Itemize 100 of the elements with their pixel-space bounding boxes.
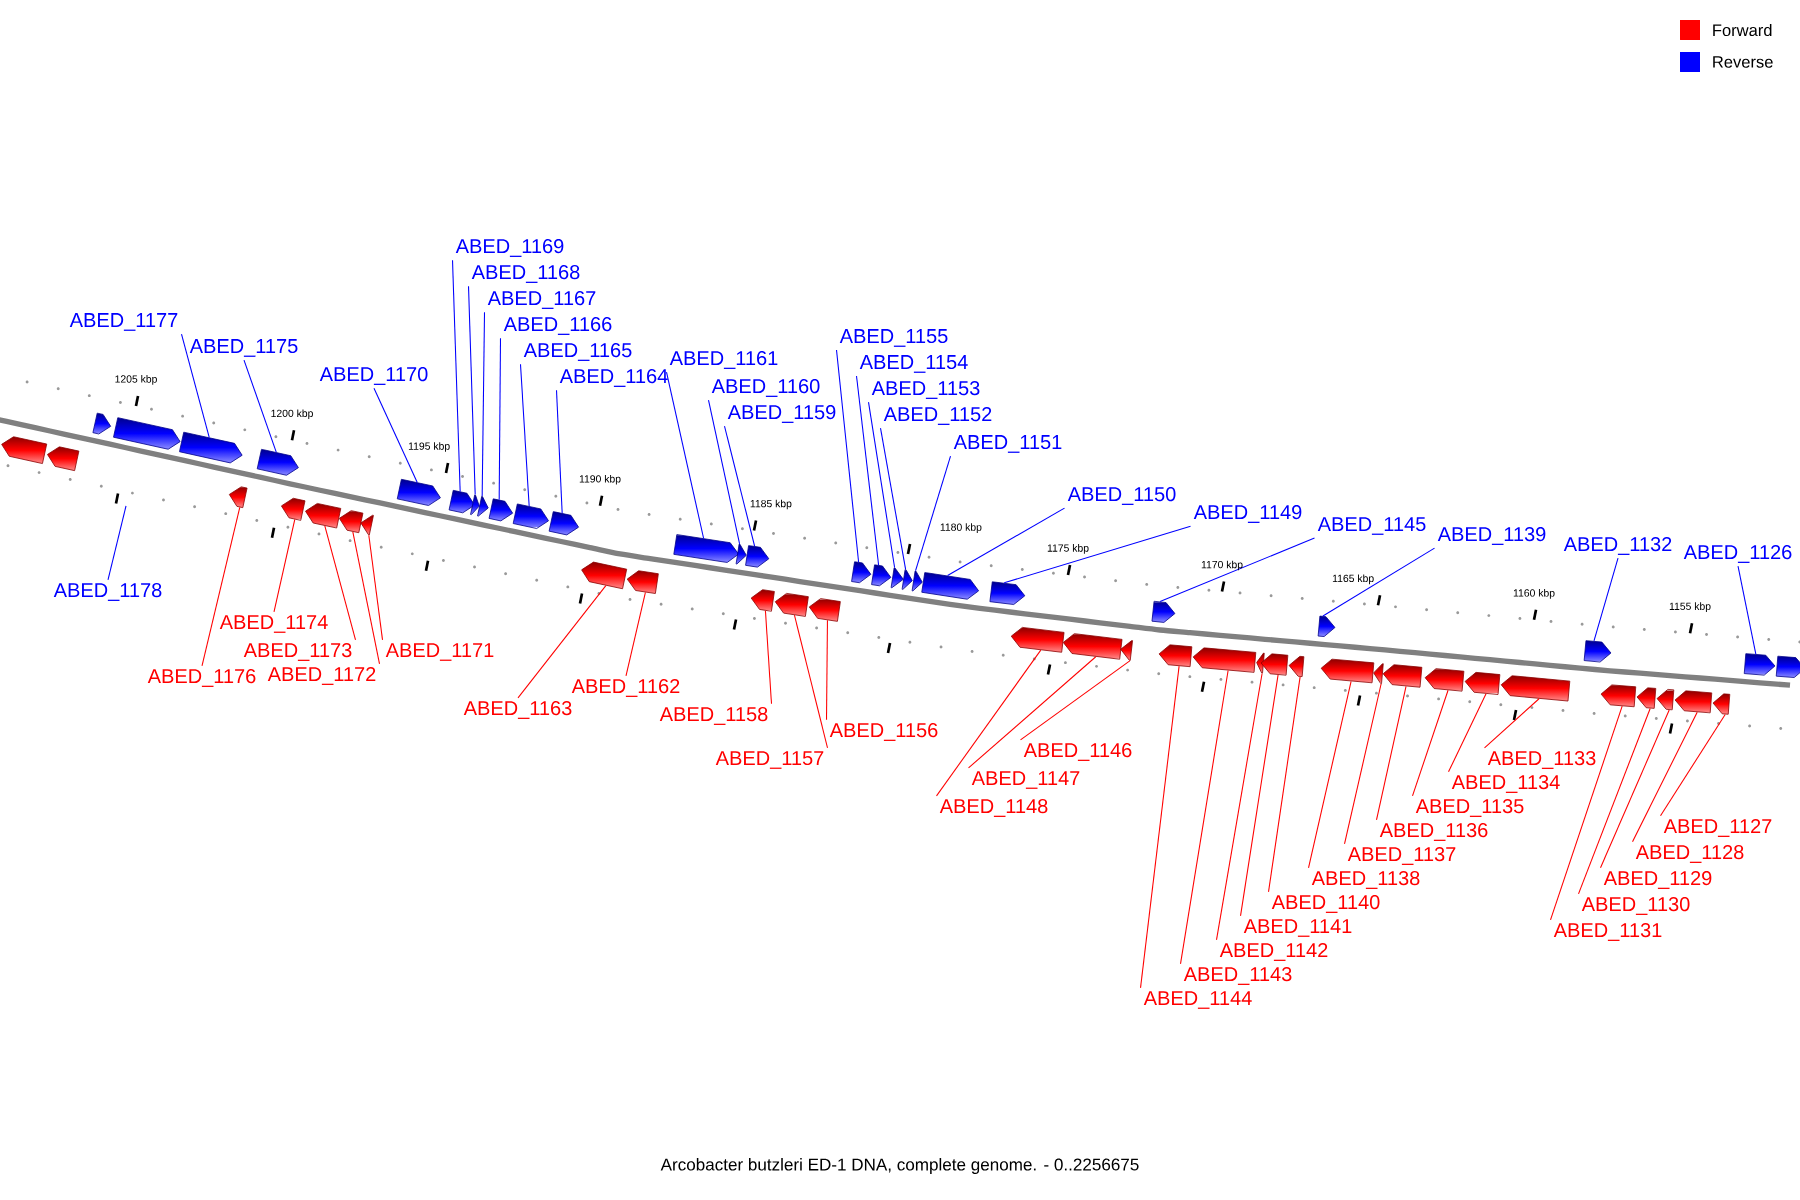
- gene-label: ABED_1131: [1553, 923, 1662, 941]
- gene-label: ABED_1166: [503, 317, 612, 335]
- gene-block: [228, 486, 248, 509]
- leader-line: [947, 507, 1066, 577]
- leader-line: [1159, 537, 1316, 603]
- gene-block: [774, 592, 809, 617]
- leader-line: [855, 375, 880, 566]
- gene-block: [470, 494, 480, 516]
- gene-label: ABED_1127: [1663, 819, 1772, 837]
- leader-line: [555, 389, 563, 514]
- leader-line: [625, 591, 646, 677]
- leader-line: [1215, 672, 1263, 941]
- gene-block: [1712, 693, 1731, 715]
- leader-line: [1308, 680, 1352, 869]
- gene-block: [256, 448, 299, 476]
- gene-label: ABED_1126: [1683, 545, 1792, 563]
- gene-block: [179, 431, 243, 464]
- gene-label: ABED_1146: [1023, 743, 1132, 761]
- gene-block: [92, 412, 112, 435]
- gene-block: [911, 570, 923, 592]
- gene-label: ABED_1142: [1219, 943, 1328, 961]
- leader-line: [324, 525, 357, 641]
- gene-block: [626, 570, 659, 594]
- gene-block: [281, 497, 306, 521]
- caption: Arcobacter butzleri ED-1 DNA, complete genome. - 0..2256675: [660, 1158, 1139, 1174]
- gene-block: [581, 561, 628, 590]
- gene-label: ABED_1137: [1347, 847, 1456, 865]
- leader-line: [1240, 674, 1279, 917]
- gene-label: ABED_1130: [1581, 897, 1690, 915]
- gene-block: [1464, 671, 1501, 695]
- leader-line: [1660, 713, 1726, 817]
- leader-line: [665, 371, 705, 539]
- leader-line: [1593, 557, 1619, 642]
- gene-label: ABED_1157: [715, 751, 824, 769]
- leader-line: [1179, 669, 1229, 965]
- gene-label: ABED_1167: [487, 291, 596, 309]
- gene-block: [1256, 652, 1265, 674]
- gene-label: ABED_1161: [669, 351, 778, 369]
- leader-line: [1448, 693, 1487, 773]
- leader-line: [1003, 525, 1192, 584]
- gene-label: ABED_1147: [971, 771, 1080, 789]
- gene-label: ABED_1135: [1415, 799, 1524, 817]
- leader-line: [764, 610, 773, 705]
- gene-label: ABED_1156: [829, 723, 938, 741]
- gene-block: [989, 581, 1026, 605]
- gene-label: ABED_1170: [319, 367, 428, 385]
- leader-line: [936, 649, 1042, 797]
- gene-block: [305, 503, 342, 529]
- gene-block: [477, 495, 489, 517]
- gene-block: [890, 567, 904, 589]
- gene-block: [673, 534, 739, 563]
- gene-block: [1636, 687, 1657, 709]
- leader-line: [517, 585, 607, 699]
- leader-line: [1578, 707, 1651, 895]
- leader-line: [1020, 660, 1131, 741]
- leader-line: [825, 619, 828, 721]
- gene-block: [512, 503, 549, 529]
- gene-label: ABED_1150: [1067, 487, 1176, 505]
- gene-block: [1288, 655, 1305, 677]
- gene-label: ABED_1173: [243, 643, 352, 661]
- gene-label: ABED_1163: [463, 701, 572, 719]
- legend-label: Reverse: [1713, 56, 1773, 68]
- gene-label: ABED_1158: [659, 707, 768, 725]
- gene-label: ABED_1176: [147, 669, 256, 687]
- leader-line: [867, 401, 896, 568]
- gene-label: ABED_1144: [1143, 991, 1252, 1009]
- leader-line: [467, 285, 476, 496]
- gene-label: ABED_1133: [1487, 751, 1596, 769]
- leader-line: [1375, 685, 1407, 821]
- leader-line: [481, 311, 486, 497]
- gene-label: ABED_1152: [883, 407, 992, 425]
- leader-line: [368, 534, 384, 641]
- leader-line: [1600, 709, 1670, 869]
- gene-block: [901, 569, 913, 590]
- gene-label: ABED_1141: [1243, 919, 1352, 937]
- leader-line: [1268, 676, 1301, 893]
- gene-block: [750, 589, 775, 612]
- gene-label: ABED_1139: [1437, 527, 1546, 545]
- gene-label: ABED_1128: [1635, 845, 1744, 863]
- gene-label: ABED_1153: [871, 381, 980, 399]
- gene-label: ABED_1168: [471, 265, 580, 283]
- gene-block: [871, 564, 892, 587]
- gene-block: [1743, 653, 1776, 676]
- leader-line: [519, 363, 530, 507]
- gene-label: ABED_1149: [1193, 505, 1302, 523]
- leader-line: [793, 614, 829, 749]
- leader-line: [1550, 705, 1623, 921]
- gene-label: ABED_1159: [727, 405, 836, 423]
- gene-label: ABED_1164: [559, 369, 668, 387]
- gene-label: ABED_1140: [1271, 895, 1380, 913]
- leader-line: [1322, 547, 1436, 617]
- leader-line: [373, 387, 418, 483]
- gene-label: ABED_1169: [455, 239, 564, 257]
- leader-line: [915, 455, 952, 572]
- leader-line: [243, 359, 277, 453]
- gene-block: [548, 511, 579, 536]
- gene-block: [1158, 644, 1193, 668]
- gene-block: [1, 436, 48, 464]
- gene-label: ABED_1177: [69, 313, 178, 331]
- gene-label: ABED_1143: [1183, 967, 1292, 985]
